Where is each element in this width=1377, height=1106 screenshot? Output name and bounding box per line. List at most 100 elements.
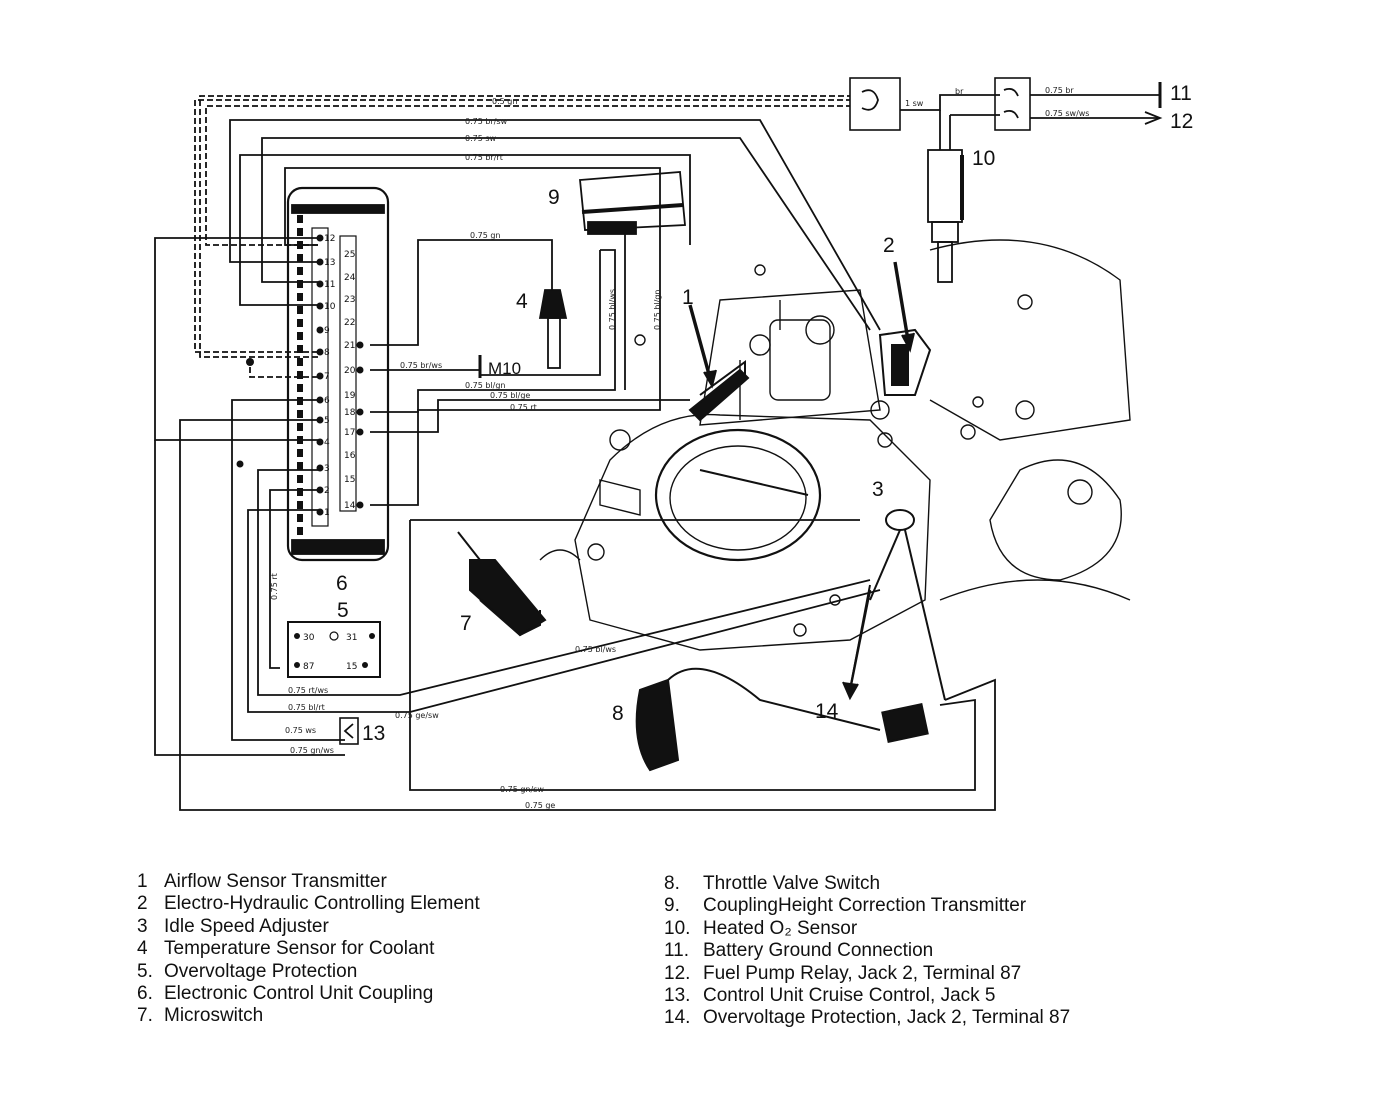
callout-5: 5 xyxy=(337,599,349,622)
relay-terminal-31: 31 xyxy=(346,633,357,643)
callout-10: 10 xyxy=(972,147,995,170)
legend-item: 10.Heated O₂ Sensor xyxy=(664,918,1070,940)
electro-hydraulic-element xyxy=(878,261,932,396)
legend-text: CouplingHeight Correction Transmitter xyxy=(703,895,1027,917)
microswitch xyxy=(457,531,547,637)
wire-label: 0.75 gn/ws xyxy=(290,746,334,755)
pin-number: 18 xyxy=(344,408,356,418)
legend-number: 4 xyxy=(137,938,148,960)
plug-connectors xyxy=(849,77,1163,131)
callout-13: 13 xyxy=(362,722,385,745)
legend-number: 6. xyxy=(137,983,153,1005)
ecu-connector xyxy=(236,186,390,562)
wire-label: 0.75 br xyxy=(1045,86,1074,95)
pin-number: 1 xyxy=(324,508,330,518)
wire-label: 0.75 bl/gn xyxy=(653,290,662,331)
wire-label: 0.75 rt xyxy=(270,573,279,600)
wire-label: 1 sw xyxy=(905,99,924,108)
callout-9: 9 xyxy=(548,186,560,209)
pin-number: 7 xyxy=(324,372,330,382)
legend-number: 1 xyxy=(137,871,148,892)
callout-1: 1 xyxy=(682,286,694,309)
legend-text: Electro-Hydraulic Controlling Element xyxy=(164,893,480,915)
wire-harness-top xyxy=(154,94,1160,811)
pin-number: 4 xyxy=(324,438,330,448)
legend-number: 10. xyxy=(664,917,691,939)
legend-number: 13. xyxy=(664,985,691,1007)
pin-number: 10 xyxy=(324,302,336,312)
legend-item: 8.Throttle Valve Switch xyxy=(664,873,1070,895)
legend-item: 7.Microswitch xyxy=(137,1005,480,1027)
pin-number: 12 xyxy=(324,234,335,244)
pin-number: 24 xyxy=(344,273,356,283)
wire-label: 0.75 gn/sw xyxy=(500,785,544,794)
wire-label: 0.75 ge xyxy=(525,801,555,810)
wire-label: 0.75 br/rt xyxy=(465,153,503,162)
legend-text: Battery Ground Connection xyxy=(703,940,934,962)
legend-left: 1 Airflow Sensor Transmitter 2 Electro-Hyd… xyxy=(137,871,480,1028)
legend-number: 11. xyxy=(664,940,690,962)
wire-label: 0.75 bl/gn xyxy=(465,381,506,390)
o2-sensor xyxy=(927,149,964,283)
wire-label: 0.75 sw xyxy=(465,134,497,143)
legend-number: 5. xyxy=(137,960,153,982)
pin-number: 16 xyxy=(344,451,356,461)
pin-number: 19 xyxy=(344,391,356,401)
legend-number: 2 xyxy=(137,893,148,915)
callout-2: 2 xyxy=(883,234,895,257)
relay-terminal-labels: 30 31 87 15 xyxy=(303,633,357,672)
pin-number: 6 xyxy=(324,396,330,406)
callout-8: 8 xyxy=(612,702,624,725)
legend-number: 12. xyxy=(664,962,691,984)
temperature-sensor xyxy=(538,270,568,369)
legend-right: 8.Throttle Valve Switch 9.CouplingHeight… xyxy=(664,873,1070,1030)
legend-item: 1 Airflow Sensor Transmitter xyxy=(137,871,480,893)
overvoltage-relay xyxy=(287,621,381,678)
legend-item: 13.Control Unit Cruise Control, Jack 5 xyxy=(664,985,1070,1007)
pin-number: 21 xyxy=(344,341,355,351)
wire-label: br xyxy=(955,87,964,96)
callout-numbers: 1 2 3 4 5 6 7 8 9 10 11 12 13 14 M10 xyxy=(336,82,1193,745)
legend-number: 7. xyxy=(137,1005,153,1027)
wire-label: 0.75 ws xyxy=(285,726,316,735)
pin-number: 2 xyxy=(324,486,330,496)
legend-number: 3 xyxy=(137,915,148,937)
pin-number: 3 xyxy=(324,464,330,474)
relay-terminal-87: 87 xyxy=(303,662,314,672)
pin-number: 17 xyxy=(344,428,355,438)
pin-number: 23 xyxy=(344,295,355,305)
legend-text: Fuel Pump Relay, Jack 2, Terminal 87 xyxy=(703,962,1022,984)
relay-terminal-30: 30 xyxy=(303,633,315,643)
callout-7: 7 xyxy=(460,612,472,635)
throttle-valve-switch xyxy=(635,667,881,772)
legend-item: 6.Electronic Control Unit Coupling xyxy=(137,983,480,1005)
wire-label: 0.75 ge/sw xyxy=(395,711,439,720)
callout-m10: M10 xyxy=(488,359,521,378)
wire-label: 0.75 bl/ge xyxy=(490,391,530,400)
pin-number: 15 xyxy=(344,475,355,485)
legend-item: 14.Overvoltage Protection, Jack 2, Termi… xyxy=(664,1007,1070,1029)
overvoltage-plug xyxy=(842,584,929,744)
callout-12: 12 xyxy=(1170,110,1193,133)
wire-labels: 0.5 gn 0.75 br/sw 0.75 sw 0.75 br/rt 1 s… xyxy=(270,86,1089,810)
airflow-sensor xyxy=(688,304,750,422)
callout-11: 11 xyxy=(1170,82,1192,105)
wire-label: 0.75 br/sw xyxy=(465,117,508,126)
pin-number: 9 xyxy=(324,326,330,336)
wire-label: 0.75 bl/ws xyxy=(608,289,617,330)
wire-label: 0.75 bl/rt xyxy=(288,703,325,712)
legend-text: Airflow Sensor Transmitter xyxy=(164,871,387,892)
legend-item: 2 Electro-Hydraulic Controlling Element xyxy=(137,893,480,915)
legend-item: 12. Fuel Pump Relay, Jack 2, Terminal 87 xyxy=(664,963,1070,985)
wire-label: 0.75 sw/ws xyxy=(1045,109,1089,118)
wire-label: 0.75 bl/ws xyxy=(575,645,616,654)
pin-number: 25 xyxy=(344,250,355,260)
pin-number: 20 xyxy=(344,366,356,376)
callout-4: 4 xyxy=(516,290,528,313)
connector-pin-numbers: 12 13 11 10 9 8 7 6 5 4 3 2 1 25 24 23 2… xyxy=(324,234,356,518)
pin-number: 14 xyxy=(344,501,356,511)
wire-label: 0.75 rt/ws xyxy=(288,686,328,695)
legend-number: 8. xyxy=(664,873,680,894)
